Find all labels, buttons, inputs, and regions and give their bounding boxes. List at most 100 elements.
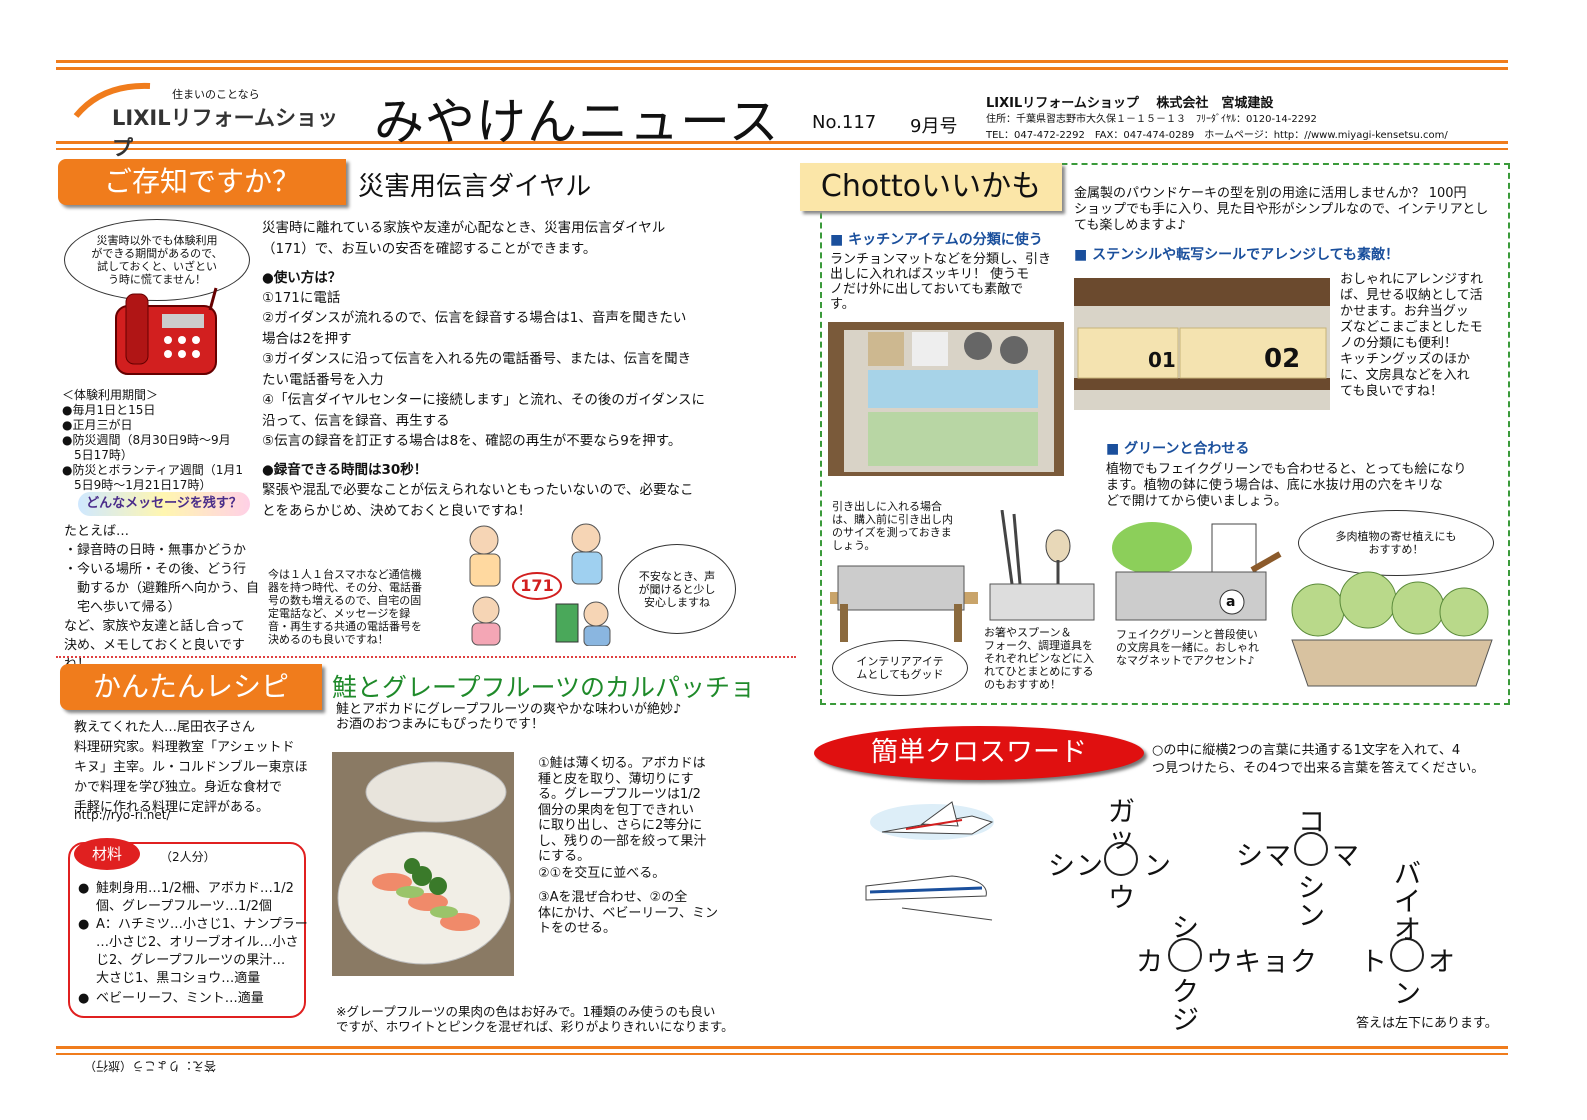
g4-top-3: オ [1394,915,1421,946]
magnet-letter: a [1226,594,1236,610]
recipe-note: ※グレープフルーツの果肉の色はお好みで。1種類のみ使うのも良い ですが、ホワイト… [336,1004,734,1034]
anxious-bubble-text: 不安なとき、声 が聞けると少し 安心しますね [638,569,716,609]
section1-intro: 災害時に離れている家族や友達が心配なとき、災害用伝言ダイヤル （171）で、お互… [262,220,666,257]
g1-right-1: ン [1144,851,1171,882]
g2-top-1: コ [1298,807,1325,838]
g4-bottom-1: ン [1394,979,1421,1010]
tab-label-chotto: Chottoいいかも [820,169,1042,204]
recipe-url: http://ryo-ri.net/ [74,808,171,822]
crossword-circle-1[interactable] [1104,842,1138,876]
green-heading: ■ グリーンと合わせる [1106,441,1250,457]
g3-left-1: カ [1136,947,1163,978]
g1-top-1: ガ [1108,797,1135,828]
g2-right-1: マ [1332,841,1359,872]
g3-right-2: キ [1234,947,1261,978]
g3-right-1: ウ [1206,947,1233,978]
company-name: LIXILリフォームショップ 株式会社 宮城建設 [986,96,1274,111]
servings: （2人分） [160,850,216,864]
period-title: ＜体験利用期間＞ [62,388,159,402]
loaf-pan-illustration [830,565,978,642]
fake-green-note: フェイクグリーンと普段使い の文房具を一緒に。おしゃれ なマグネットでアクセント… [1116,628,1259,667]
tip-bubble: 災害時以外でも体験利用 ができる期間があるので、 試しておくと、いざとい う時に… [64,219,250,301]
kitchen-heading: ■ キッチンアイテムの分類に使う [830,232,1043,248]
footer-line-1 [56,1046,1508,1049]
step-4: ④「伝言ダイヤルセンターに接続します」と流れ、その後のガイダンスに 沿って、伝言… [262,392,706,429]
g2-bottom-2: ン [1298,901,1325,932]
interior-bubble-text: インテリアアイテ ムとしてもグッド [856,655,944,681]
anxious-bubble: 不安なとき、声 が聞けると少し 安心しますね [618,544,736,634]
g1-left-2: ン [1076,851,1103,882]
drawer-note: 引き出しに入れる場合 は、購入前に引き出し内 のサイズを測っておきま しょう。 [832,500,953,552]
stencil-text: おしゃれにアレンジすれ ば、見せる収納として活 かせます。お弁当グッ ズなどこま… [1340,272,1484,399]
box-label-02: 02 [1264,344,1301,374]
family-call-illustration [469,523,611,646]
crossword-circle-2[interactable] [1294,832,1328,866]
step-5: ⑤伝言の録音を訂正する場合は8を、確認の再生が不要なら9を押す。 [262,433,682,449]
crossword-circle-4[interactable] [1390,938,1424,972]
g3-right-3: ョ [1262,947,1289,978]
how-to-title: ●使い方は？ [262,270,342,286]
logo-swoosh-icon [73,82,151,118]
answer-location-note: 答えは左下にあります。 [1356,1016,1498,1031]
recording-title: ●録音できる時間は30秒！ [262,462,428,478]
g2-bottom-1: シ [1298,873,1325,904]
logo-tagline: 住まいのことなら [172,88,260,101]
chotto-section-frame [820,163,1510,705]
header-bottom-line-2 [56,148,1508,150]
tip-bubble-text: 災害時以外でも体験利用 ができる期間があるので、 試しておくと、いざとい う時に… [91,234,223,286]
period-list: ●毎月1日と15日 ●正月三が日 ●防災週間（8月30日9時～9月 5日17時）… [62,403,244,492]
header-bottom-line [56,141,1508,144]
crossword-badge: 簡単クロスワード [814,726,1144,780]
g2-left-2: マ [1264,841,1291,872]
g1-bottom-1: ウ [1108,883,1135,914]
tab-did-you-know: ご存知ですか？ [58,159,346,205]
travel-illustration [865,801,994,921]
ingredient-bullet-2: ● [78,917,90,932]
green-text: 植物でもフェイクグリーンでも合わせると、とっても絵になり ます。植物の鉢に使う場… [1106,462,1467,509]
g1-top-2: ッ [1108,823,1135,854]
succulent-bubble: 多肉植物の寄せ植えにも おすすめ！ [1298,510,1494,576]
tab-chotto: Chottoいいかも [800,163,1062,211]
labeled-boxes-photo [1074,278,1330,410]
issue-month: 9月号 [910,116,958,137]
header-top-line-2 [56,67,1508,70]
phone-note: 今は１人１台スマホなど通信機 器を持つ時代、その分、電話番 号の数も増えるので、… [268,568,422,646]
tab-label: ご存知ですか？ [103,165,300,198]
recipe-teacher: 教えてくれた人…尾田衣子さん 料理研究家。料理教室「アシェットド キヌ」主宰。ル… [74,720,308,815]
step-2: ②ガイダンスが流れるので、伝言を録音する場合は1、音声を聞きたい 場合は2を押す [262,310,687,347]
recording-text: 緊張や混乱で必要なことが伝えられないともったいないので、必要なこ とをあらかじめ… [262,482,694,519]
box-label-01: 01 [1148,348,1176,372]
crossword-circle-3[interactable] [1168,938,1202,972]
g4-right-1: オ [1428,947,1455,978]
ingredient-2: A：ハチミツ…小さじ1、ナンプラー …小さじ2、オリーブオイル…小さ じ2、グレ… [96,917,308,986]
recipe-step-3: ③Aを混ぜ合わせ、②の全 体にかけ、ベビーリーフ、ミン トをのせる。 [538,890,719,936]
succulent-bubble-text: 多肉植物の寄せ植えにも おすすめ！ [1335,530,1457,556]
tab-easy-recipe: かんたんレシピ [60,664,322,710]
interior-bubble: インテリアアイテ ムとしてもグッド [832,640,968,696]
ingredient-3: ベビーリーフ、ミント…適量 [96,991,264,1006]
recipe-subtitle: 鮭とアボカドにグレープフルーツの爽やかな味わいが絶妙♪ お酒のおつまみにもぴった… [336,702,682,732]
message-label-badge: どんなメッセージを残す？ [78,492,250,516]
utensil-note: お箸やスプーン＆ フォーク、調理道具を それぞれピンなどに入 れてひとまとめにす… [984,626,1094,691]
carpaccio-photo [332,752,514,976]
g3-bottom-1: ク [1172,977,1199,1008]
g3-top-1: シ [1172,913,1199,944]
header-top-line [56,60,1508,63]
telephone-icon [115,287,218,375]
logo-text: LIXILリフォームショップ [112,106,338,160]
step-1: ①171に電話 [262,290,341,306]
g3-right-4: ク [1290,947,1317,978]
recipe-title: 鮭とグレープフルーツのカルパッチョ [332,673,756,702]
message-label: どんなメッセージを残す？ [86,496,242,511]
g4-left-1: ト [1360,947,1387,978]
g2-left-1: シ [1236,841,1263,872]
badge-171: 171 [512,572,562,600]
succulent-planter-illustration [1291,571,1493,687]
issue-number: No.117 [812,112,877,133]
ingredients-box [68,842,306,1018]
crossword-instructions: ○の中に縦横2つの言葉に共通する1文字を入れて、4 つ見つけたら、その4つで出来… [1152,743,1485,776]
drawer-photo [828,322,1064,476]
chotto-intro: 金属製のパウンドケーキの型を別の用途に活用しませんか？ 100円 ショップでも手… [1074,186,1489,233]
step-3: ③ガイダンスに沿って伝言を入れる先の電話番号、または、伝言を聞き たい電話番号を… [262,351,692,388]
g4-top-1: バ [1394,859,1421,890]
